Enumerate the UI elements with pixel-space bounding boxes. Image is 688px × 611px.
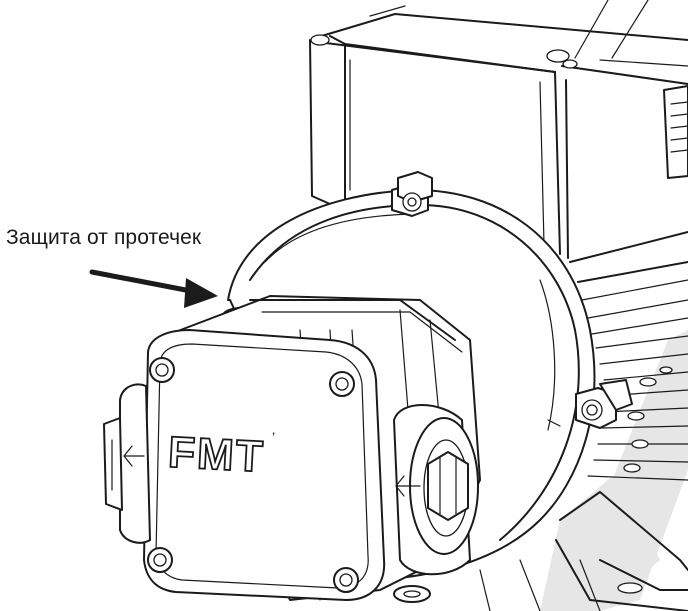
cover-bolt-br — [333, 567, 359, 593]
cover-bolt-tl — [149, 357, 175, 383]
callout-label-leak-protection: Защита от протечек — [6, 226, 202, 249]
cover-bolt-bl — [147, 547, 173, 573]
front-cover: FMT ’ — [143, 329, 386, 601]
callout-arrow — [89, 269, 218, 308]
cover-bolt-tr — [329, 371, 355, 397]
terminal-box — [309, 0, 688, 259]
motor-foot — [479, 491, 688, 611]
brand-logo: FMT — [167, 428, 266, 482]
logo-mark: ’ — [272, 429, 275, 445]
inlet-port — [103, 383, 151, 544]
